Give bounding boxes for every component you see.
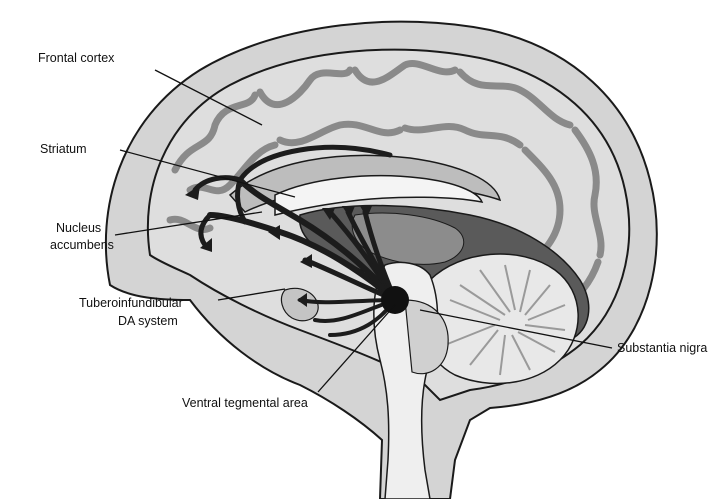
label-tubero-2: DA system: [118, 314, 178, 328]
label-striatum: Striatum: [40, 142, 87, 156]
vta-nucleus: [381, 286, 409, 314]
label-frontal-cortex: Frontal cortex: [38, 51, 115, 65]
label-ventral-tegmental-area: Ventral tegmental area: [182, 396, 308, 410]
label-nucleus-accumbens-2: accumbens: [50, 238, 114, 252]
label-tubero-1: Tuberoinfundibular: [79, 296, 183, 310]
cerebellum: [421, 254, 578, 383]
label-nucleus-accumbens-1: Nucleus: [56, 221, 101, 235]
label-substantia-nigra: Substantia nigra: [617, 341, 707, 355]
